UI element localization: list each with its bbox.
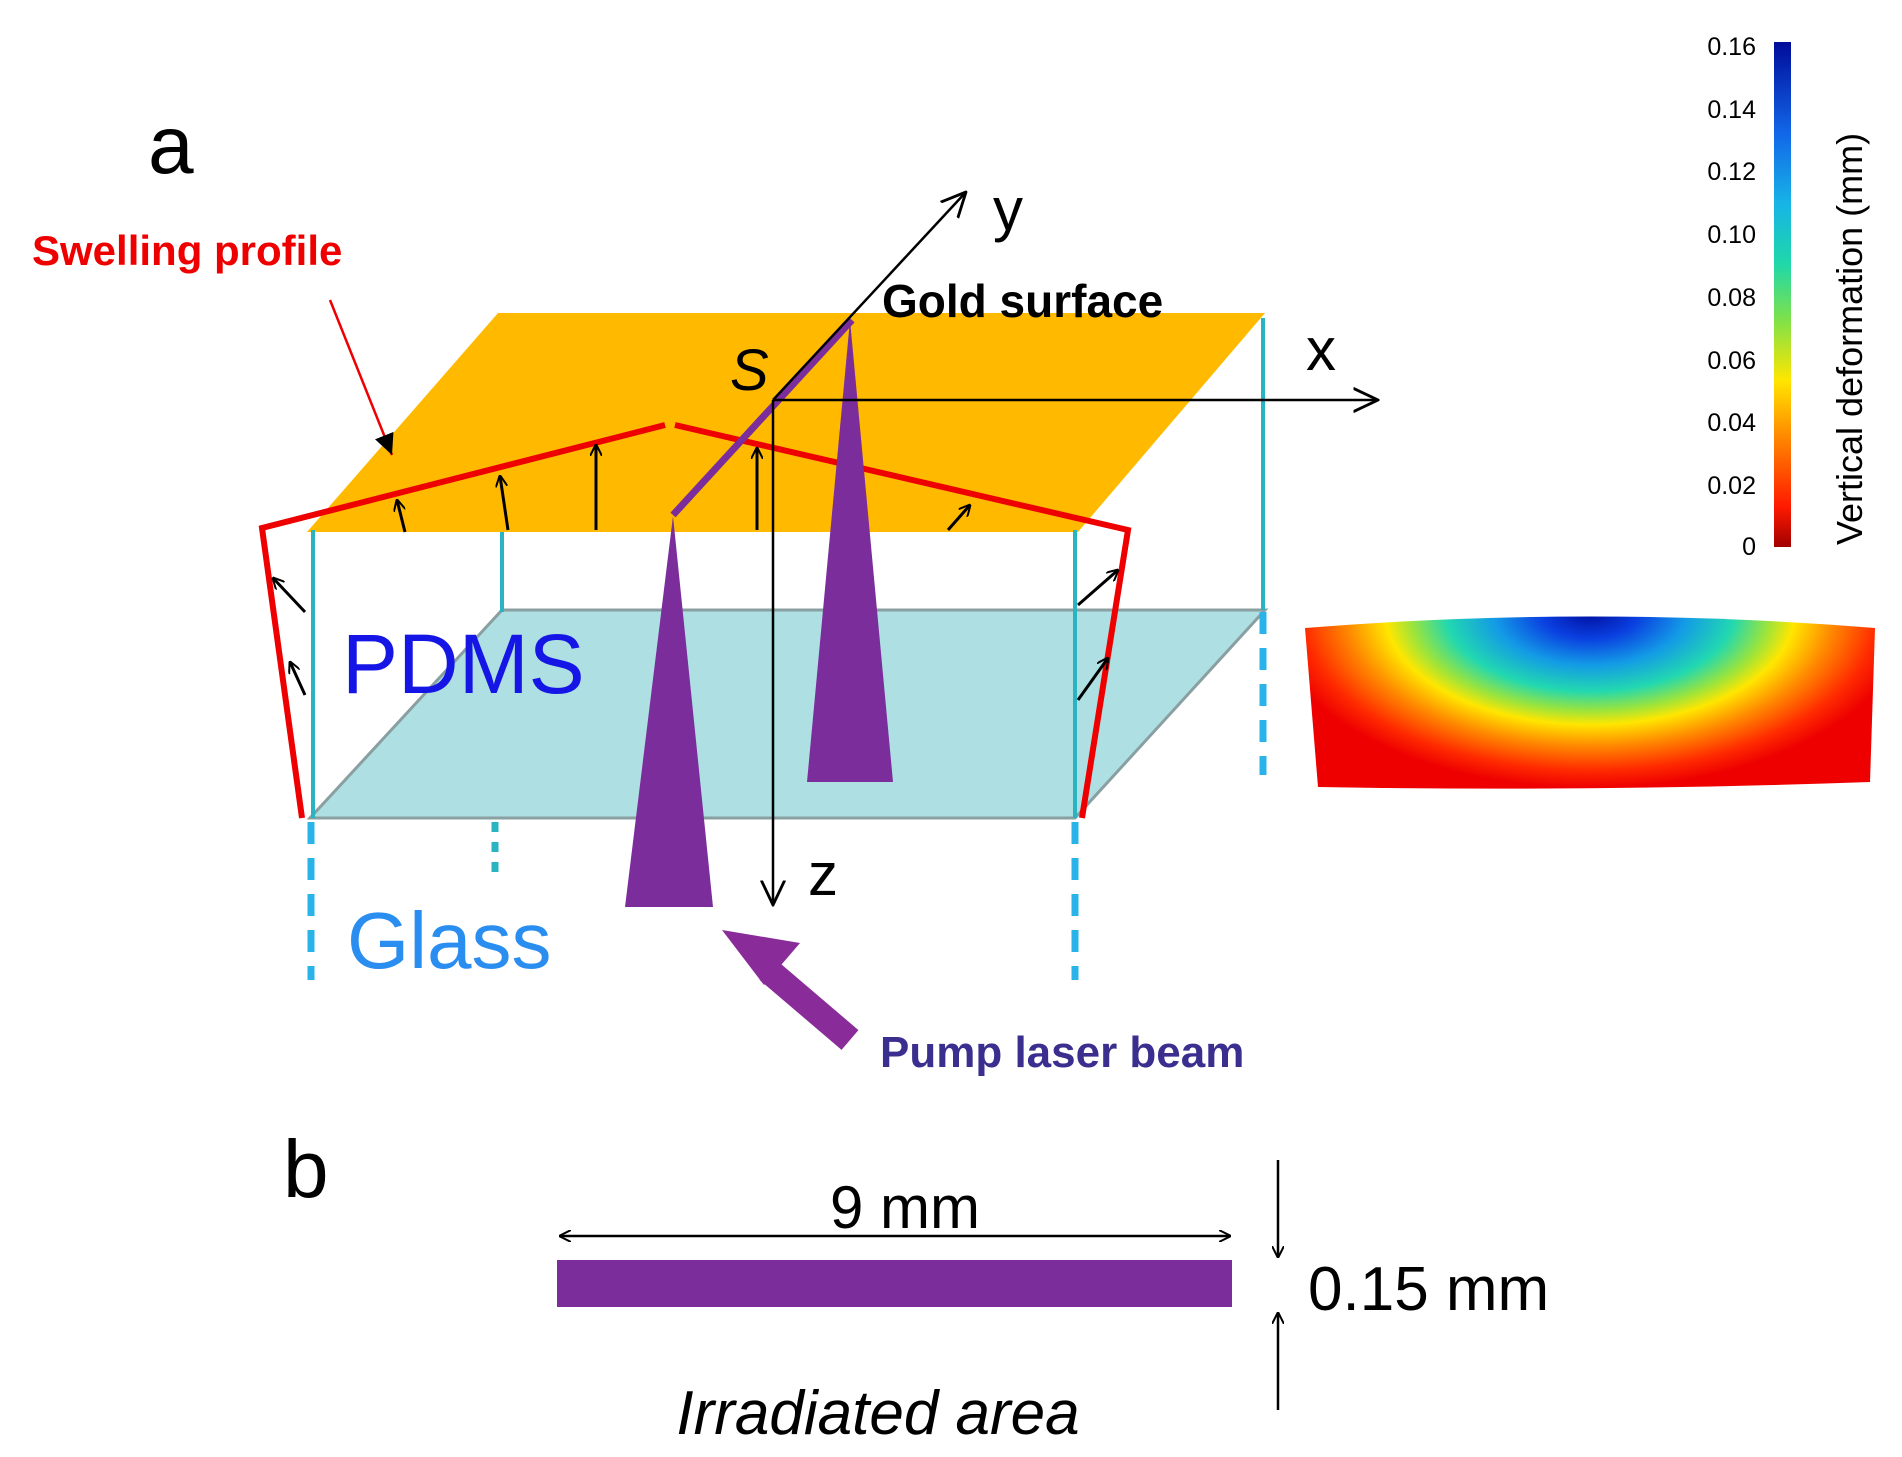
z-axis-label: z (808, 841, 838, 908)
swelling-profile-pointer (328, 299, 394, 456)
colorbar-gradient (1774, 42, 1791, 547)
irradiated-area-caption: Irradiated area (676, 1379, 1079, 1448)
pump-laser-label: Pump laser beam (880, 1028, 1244, 1077)
width-dimension-label: 9 mm (830, 1174, 980, 1241)
gold-surface-plane (307, 313, 1265, 532)
colorbar: 0.16 0.14 0.12 0.10 0.08 0.06 0.04 0.02 … (1707, 33, 1870, 561)
panel-a-label: a (148, 100, 194, 191)
colorbar-tick: 0.12 (1707, 158, 1756, 186)
swelling-profile (258, 422, 1132, 819)
colorbar-tick: 0.02 (1707, 472, 1756, 500)
colorbar-tick: 0.10 (1707, 221, 1756, 249)
colorbar-tick: 0.16 (1707, 33, 1756, 61)
pdms-label: PDMS (342, 617, 585, 711)
deformation-map (1305, 616, 1875, 789)
colorbar-tick: 0.08 (1707, 284, 1756, 312)
y-axis (772, 192, 966, 401)
colorbar-tick: 0.04 (1707, 409, 1756, 437)
swelling-profile-label: Swelling profile (32, 227, 342, 274)
laser-line-on-surface (670, 317, 855, 518)
irradiated-area-bar (557, 1260, 1232, 1307)
x-axis-label: x (1306, 316, 1336, 383)
height-dimension-label: 0.15 mm (1308, 1255, 1549, 1324)
colorbar-tick: 0 (1742, 533, 1756, 561)
coordinate-axes (773, 192, 1378, 905)
laser-beam-back (807, 320, 893, 782)
pump-laser-arrowhead (722, 930, 800, 985)
panel-b-label: b (283, 1124, 329, 1215)
glass-label: Glass (347, 896, 552, 985)
swelling-arrows (273, 445, 1118, 701)
y-axis-label: y (993, 176, 1023, 243)
colorbar-tick: 0.06 (1707, 347, 1756, 375)
glass-dashed-edges (307, 612, 1267, 980)
laser-beam-front (625, 516, 713, 907)
origin-label: S (730, 338, 769, 403)
colorbar-title: Vertical deformation (mm) (1829, 133, 1870, 545)
gold-surface-label: Gold surface (882, 275, 1163, 327)
colorbar-tick: 0.14 (1707, 96, 1756, 124)
pdms-vertical-edges (311, 318, 1265, 818)
pump-laser-arrow (759, 960, 859, 1050)
